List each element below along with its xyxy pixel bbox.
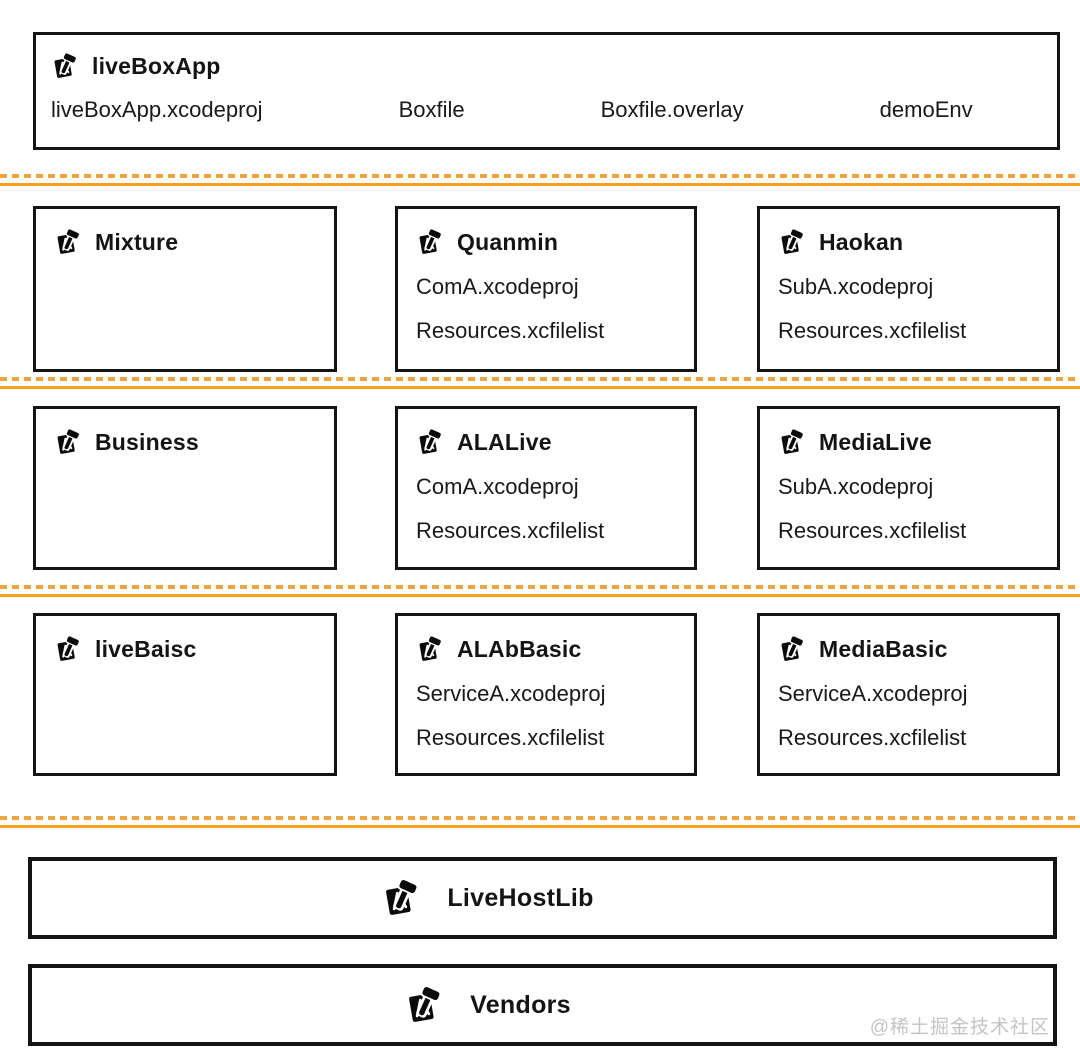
node-liveboxapp: liveBoxApp liveBoxApp.xcodeproj Boxfile … [33,32,1060,150]
file-item: SubA.xcodeproj [778,474,934,499]
divider-solid-line [0,386,1080,389]
file-item: ServiceA.xcodeproj [416,681,606,706]
file-item: Resources.xcfilelist [416,318,605,343]
node-title: liveBaisc [95,635,197,662]
xcode-project-icon [381,878,421,918]
node-mediabasic: MediaBasic ServiceA.xcodeproj Resources.… [757,613,1060,776]
node-title: Mixture [95,228,179,255]
xcode-project-icon [416,428,444,456]
node-title: Haokan [819,228,904,255]
node-title: ALALive [457,428,552,455]
node-quanmin: Quanmin ComA.xcodeproj Resources.xcfilel… [395,206,697,372]
divider-solid-line [0,594,1080,597]
divider-dashed-line [0,585,1080,589]
app-file-list: liveBoxApp.xcodeproj Boxfile Boxfile.ove… [51,97,973,123]
xcode-project-icon [778,228,806,256]
xcode-project-icon [778,428,806,456]
file-item: Boxfile [398,97,465,122]
xcode-project-icon [51,52,79,80]
file-item: Resources.xcfilelist [778,725,967,750]
node-alalive: ALALive ComA.xcodeproj Resources.xcfilel… [395,406,697,570]
xcode-project-icon [54,228,82,256]
file-item: Resources.xcfilelist [778,318,967,343]
divider-dashed-line [0,377,1080,381]
watermark-text: @稀土掘金技术社区 [869,1017,1050,1038]
divider-dashed-line [0,816,1080,820]
node-business: Business [33,406,337,570]
node-medialive: MediaLive SubA.xcodeproj Resources.xcfil… [757,406,1060,570]
file-item: Resources.xcfilelist [416,518,605,543]
node-title: ALAbBasic [457,635,582,662]
section-divider [0,377,1080,389]
xcode-project-icon [54,428,82,456]
node-vendors: Vendors [28,964,1057,1046]
section-divider [0,174,1080,186]
file-item: liveBoxApp.xcodeproj [51,97,263,122]
xcode-project-icon [778,635,806,663]
file-item: ComA.xcodeproj [416,474,579,499]
node-livebaisc: liveBaisc [33,613,337,776]
file-item: ComA.xcodeproj [416,274,579,299]
node-title: liveBoxApp [92,52,221,79]
xcode-project-icon [416,635,444,663]
xcode-project-icon [416,228,444,256]
file-item: demoEnv [879,97,973,122]
node-title: Business [95,428,199,455]
file-item: Boxfile.overlay [600,97,744,122]
file-item: Resources.xcfilelist [778,518,967,543]
node-livehostlib: LiveHostLib [28,857,1057,939]
file-item: SubA.xcodeproj [778,274,934,299]
file-item: Resources.xcfilelist [416,725,605,750]
node-haokan: Haokan SubA.xcodeproj Resources.xcfileli… [757,206,1060,372]
node-title: Quanmin [457,228,559,255]
node-title: MediaBasic [819,635,948,662]
file-item: ServiceA.xcodeproj [778,681,968,706]
node-mixture: Mixture [33,206,337,372]
xcode-project-icon [54,635,82,663]
divider-dashed-line [0,174,1080,178]
section-divider [0,816,1080,828]
section-divider [0,585,1080,597]
node-title: Vendors [470,990,571,1019]
xcode-project-icon [404,985,444,1025]
node-title: MediaLive [819,428,933,455]
node-title: LiveHostLib [447,883,594,912]
divider-solid-line [0,825,1080,828]
node-alabbasic: ALAbBasic ServiceA.xcodeproj Resources.x… [395,613,697,776]
divider-solid-line [0,183,1080,186]
